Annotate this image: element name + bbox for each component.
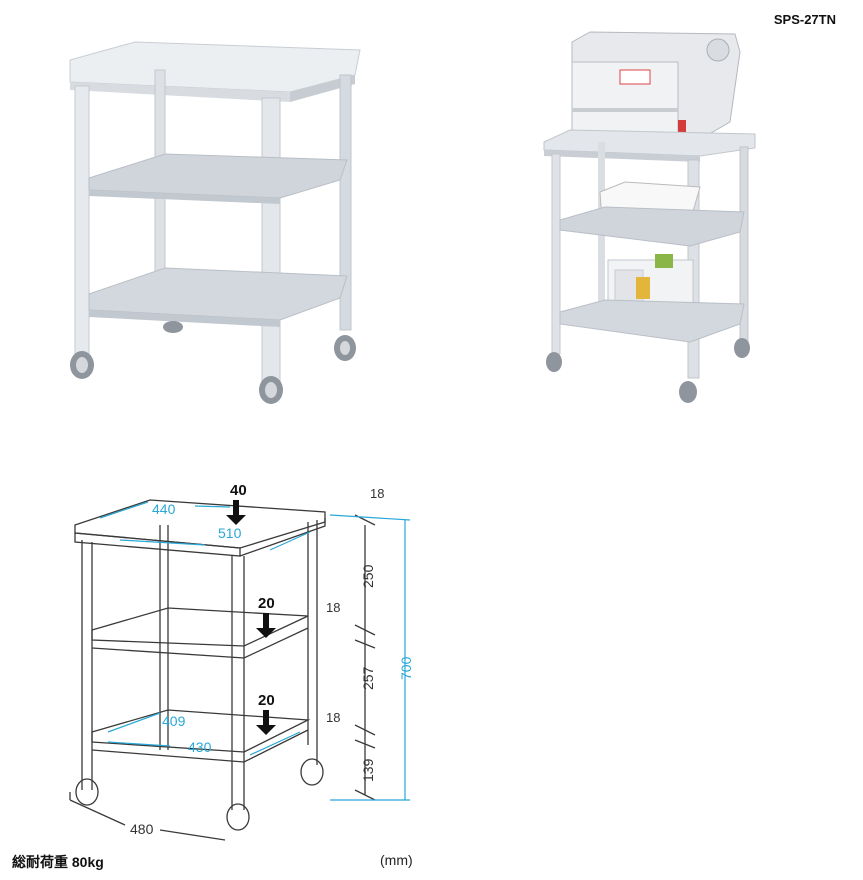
load-label-bottom: 20 bbox=[258, 692, 275, 709]
total-load-capacity: 総耐荷重 80kg bbox=[12, 854, 104, 870]
load-label-top: 40 bbox=[230, 482, 247, 499]
dim-gap-upper: 250 bbox=[360, 564, 376, 588]
dim-gap-lower: 139 bbox=[360, 758, 376, 782]
dim-overall-width: 480 bbox=[130, 821, 154, 837]
dim-board-thickness-low: 18 bbox=[326, 710, 340, 725]
dim-board-thickness-mid: 18 bbox=[326, 600, 340, 615]
unit-label: (mm) bbox=[380, 852, 413, 868]
load-label-middle: 20 bbox=[258, 595, 275, 612]
dim-top-depth: 440 bbox=[152, 501, 176, 517]
model-code: SPS-27TN bbox=[773, 12, 836, 27]
product-photo-stand-with-printer bbox=[543, 31, 756, 403]
dimension-drawing: 40 20 20 440 510 409 430 480 18 18 18 25… bbox=[69, 482, 414, 841]
dim-board-thickness-top: 18 bbox=[370, 486, 384, 501]
dim-gap-middle: 257 bbox=[360, 666, 376, 690]
dim-total-height: 700 bbox=[398, 656, 414, 680]
dim-shelf-depth: 409 bbox=[162, 713, 186, 729]
product-photo-empty-stand bbox=[69, 41, 361, 404]
dim-shelf-width: 430 bbox=[188, 739, 212, 755]
dim-top-width: 510 bbox=[218, 525, 242, 541]
